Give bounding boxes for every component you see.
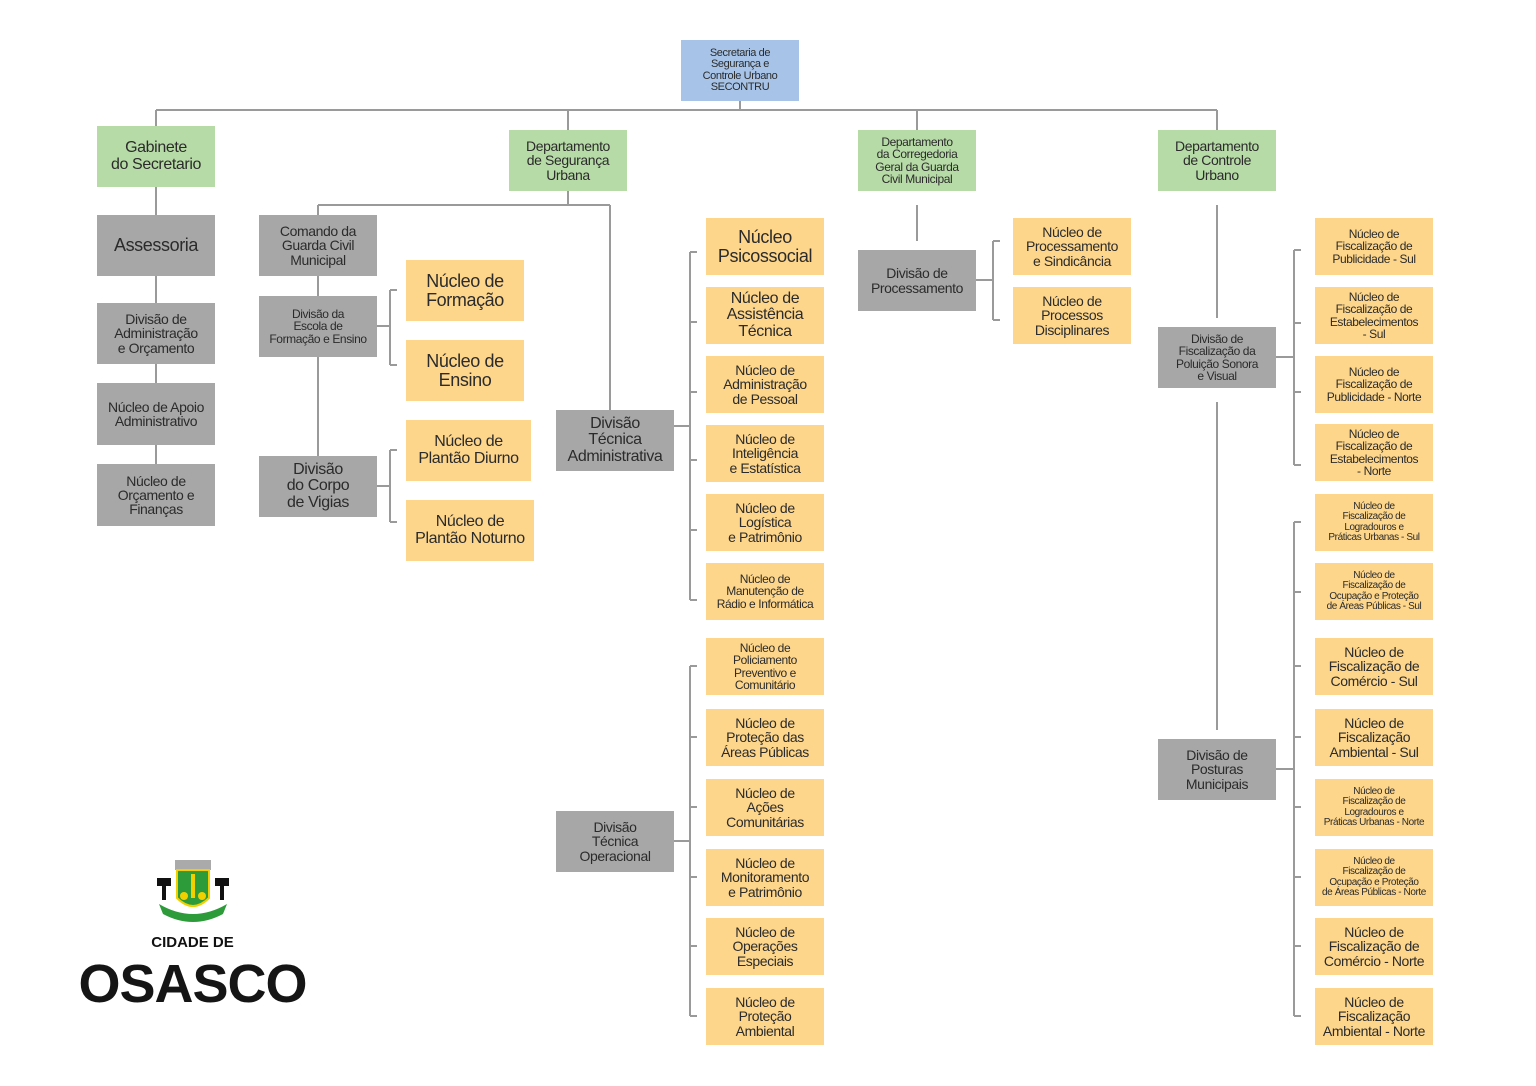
osasco-logo: CIDADE DE OSASCO <box>70 858 315 1028</box>
org-node-nf-com-sul: Núcleo de Fiscalização de Comércio - Sul <box>1315 638 1433 695</box>
org-node-nf-est-norte: Núcleo de Fiscalização de Estabeleciment… <box>1315 424 1433 481</box>
org-node-div-adm-orc: Divisão de Administração e Orçamento <box>97 303 215 364</box>
org-node-assessoria: Assessoria <box>97 215 215 276</box>
org-node-nf-log-sul: Núcleo de Fiscalização de Logradouros e … <box>1315 494 1433 551</box>
org-node-div-escola: Divisão da Escola de Formação e Ensino <box>259 296 377 357</box>
org-node-nuc-acoes: Núcleo de Ações Comunitárias <box>706 779 824 836</box>
org-node-nf-est-sul: Núcleo de Fiscalização de Estabeleciment… <box>1315 287 1433 344</box>
org-node-nuc-ensino: Núcleo de Ensino <box>406 340 524 401</box>
org-node-nf-ocup-sul: Núcleo de Fiscalização de Ocupação e Pro… <box>1315 563 1433 620</box>
org-node-nf-com-norte: Núcleo de Fiscalização de Comércio - Nor… <box>1315 918 1433 975</box>
org-node-div-tec-adm: Divisão Técnica Administrativa <box>556 410 674 471</box>
org-node-nuc-orc-fin: Núcleo de Orçamento e Finanças <box>97 464 215 526</box>
org-node-div-posturas: Divisão de Posturas Municipais <box>1158 739 1276 800</box>
org-node-nuc-intel: Núcleo de Inteligência e Estatística <box>706 425 824 482</box>
org-node-nuc-psico: Núcleo Psicossocial <box>706 218 824 275</box>
org-node-dcu: Departamento de Controle Urbano <box>1158 130 1276 191</box>
org-node-nuc-monit: Núcleo de Monitoramento e Patrimônio <box>706 849 824 906</box>
org-node-nuc-noturno: Núcleo de Plantão Noturno <box>406 500 534 561</box>
org-node-nuc-proc-disc: Núcleo de Processos Disciplinares <box>1013 287 1131 344</box>
org-node-nf-pub-norte: Núcleo de Fiscalização de Publicidade - … <box>1315 356 1433 413</box>
org-node-dcg: Departamento da Corregedoria Geral da Gu… <box>858 130 976 191</box>
org-node-comando: Comando da Guarda Civil Municipal <box>259 215 377 276</box>
logo-city-name: OSASCO <box>78 954 307 1014</box>
org-node-nf-amb-sul: Núcleo de Fiscalização Ambiental - Sul <box>1315 709 1433 766</box>
org-node-nf-log-norte: Núcleo de Fiscalização de Logradouros e … <box>1315 779 1433 836</box>
org-node-nuc-policiamento: Núcleo de Policiamento Preventivo e Comu… <box>706 638 824 695</box>
org-node-div-vigias: Divisão do Corpo de Vigias <box>259 456 377 517</box>
org-node-nf-pub-sul: Núcleo de Fiscalização de Publicidade - … <box>1315 218 1433 275</box>
coat-of-arms-icon <box>156 860 229 922</box>
org-node-nuc-prot-amb: Núcleo de Proteção Ambiental <box>706 988 824 1045</box>
logo-city-label: CIDADE DE <box>151 934 234 951</box>
org-node-gabinete: Gabinete do Secretario <box>97 126 215 187</box>
org-node-nf-amb-norte: Núcleo de Fiscalização Ambiental - Norte <box>1315 988 1433 1045</box>
org-node-root: Secretaria de Segurança e Controle Urban… <box>681 40 799 101</box>
org-node-div-poluicao: Divisão de Fiscalização da Poluição Sono… <box>1158 327 1276 388</box>
org-node-nuc-diurno: Núcleo de Plantão Diurno <box>406 420 531 481</box>
org-node-nuc-proc-sind: Núcleo de Processamento e Sindicância <box>1013 218 1131 275</box>
org-node-nuc-logistica: Núcleo de Logística e Patrimônio <box>706 494 824 551</box>
org-node-nuc-adm-pessoal: Núcleo de Administração de Pessoal <box>706 356 824 413</box>
org-node-nuc-prot-areas: Núcleo de Proteção das Áreas Públicas <box>706 709 824 766</box>
org-node-nf-ocup-norte: Núcleo de Fiscalização de Ocupação e Pro… <box>1315 849 1433 906</box>
org-node-nuc-formacao: Núcleo de Formação <box>406 260 524 321</box>
org-node-div-tec-op: Divisão Técnica Operacional <box>556 811 674 872</box>
org-node-dsu: Departamento de Segurança Urbana <box>509 130 627 191</box>
org-node-nuc-operacoes: Núcleo de Operações Especiais <box>706 918 824 975</box>
org-node-nuc-assist: Núcleo de Assistência Técnica <box>706 287 824 344</box>
org-node-div-process: Divisão de Processamento <box>858 250 976 311</box>
org-node-nuc-apoio: Núcleo de Apoio Administrativo <box>97 383 215 445</box>
org-node-nuc-manut: Núcleo de Manutenção de Rádio e Informát… <box>706 563 824 620</box>
